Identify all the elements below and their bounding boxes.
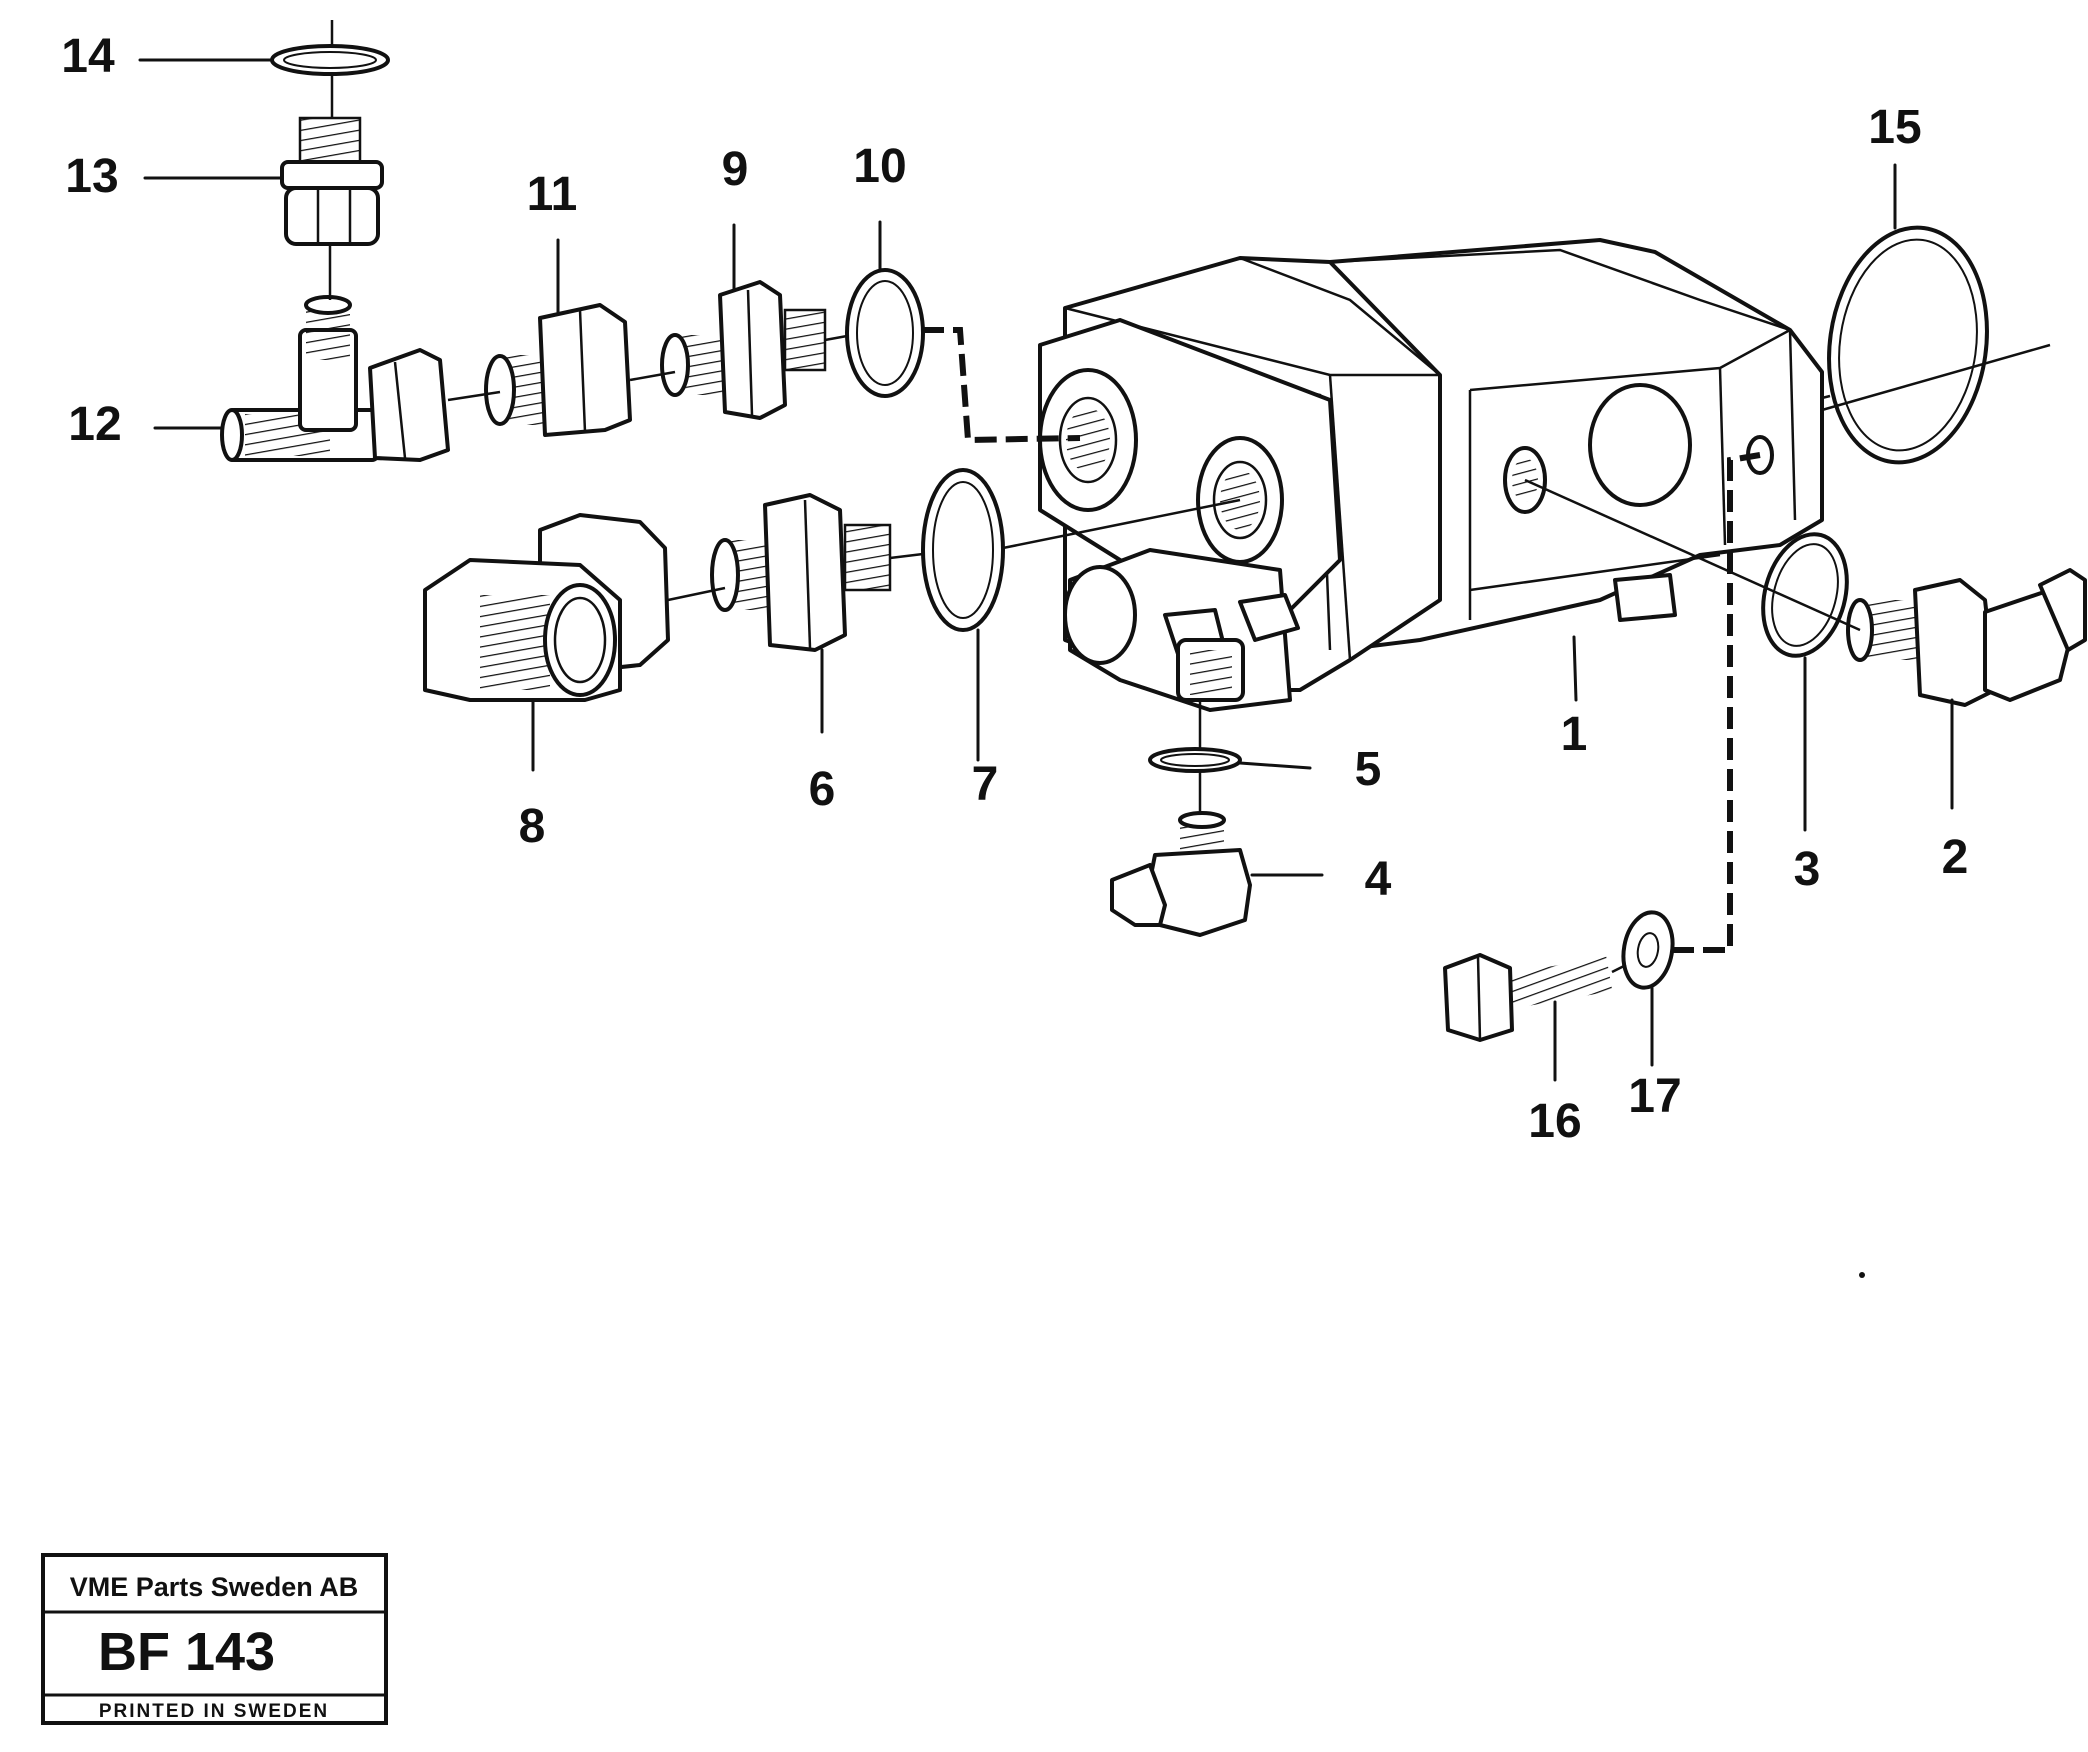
- part-14-seal-ring: [270, 44, 390, 76]
- speck: [1859, 1272, 1865, 1278]
- callout-8: 8: [519, 800, 546, 853]
- callout-2: 2: [1942, 831, 1969, 884]
- callout-13: 13: [65, 150, 118, 203]
- title-block: VME Parts Sweden AB BF 143 PRINTED IN SW…: [41, 1553, 388, 1725]
- assembly-lines: [328, 20, 1861, 974]
- part-13-nut-union: [280, 116, 384, 246]
- callout-14: 14: [61, 30, 115, 83]
- title-block-code: BF 143: [98, 1622, 275, 1682]
- part-8-elbow-fitting: [423, 513, 670, 702]
- callout-17: 17: [1628, 1070, 1681, 1123]
- part-17-washer: [1621, 910, 1675, 990]
- callout-3: 3: [1794, 843, 1821, 896]
- callout-12: 12: [68, 398, 121, 451]
- callout-9: 9: [722, 143, 749, 196]
- callout-15: 15: [1868, 101, 1921, 154]
- part-10-seal-ring: [845, 268, 925, 398]
- callout-11: 11: [527, 168, 578, 221]
- callout-1: 1: [1561, 708, 1588, 761]
- part-5-seal-ring: [1148, 747, 1242, 773]
- callout-labels: 14 13 12 11 9 10 15 8 6 7 5 4 1 3 2 16 1…: [61, 30, 1968, 1148]
- callout-7: 7: [972, 758, 999, 811]
- title-block-footer: PRINTED IN SWEDEN: [99, 1701, 329, 1722]
- callout-16: 16: [1528, 1095, 1581, 1148]
- part-16-bolt: [1443, 953, 1613, 1042]
- part-15-large-o-ring: [1827, 225, 1989, 465]
- part-9-adapter: [660, 280, 827, 420]
- callout-6: 6: [809, 763, 836, 816]
- part-6-adapter: [710, 493, 892, 652]
- callout-5: 5: [1355, 743, 1382, 796]
- part-3-seal-ring: [1761, 532, 1849, 658]
- leader-lines: [138, 58, 1954, 1082]
- part-7-seal-ring: [921, 468, 1005, 632]
- part-11-nipple: [484, 303, 632, 437]
- part-2-elbow-fitting: [1846, 568, 2087, 707]
- callout-10: 10: [853, 140, 906, 193]
- title-block-company: VME Parts Sweden AB: [70, 1572, 359, 1602]
- callout-4: 4: [1365, 853, 1392, 906]
- part-12-tee-fitting: [220, 295, 450, 462]
- part-4-elbow-fitting: [1110, 811, 1252, 937]
- relief-fitting: [1163, 593, 1300, 702]
